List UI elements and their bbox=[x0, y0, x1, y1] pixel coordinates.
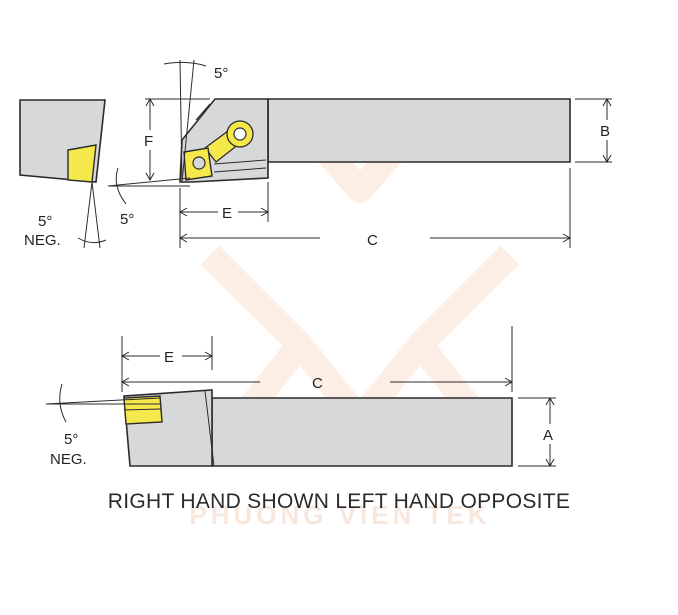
left-angle-label: 5° bbox=[120, 211, 134, 228]
end-view: 5° NEG. bbox=[19, 99, 107, 249]
bottom-angle-value: 5° bbox=[64, 431, 78, 448]
dim-e-bottom-label: E bbox=[164, 349, 174, 366]
dim-c-top-label: C bbox=[367, 232, 378, 249]
dim-b-label: B bbox=[600, 123, 610, 140]
insert-screw bbox=[192, 156, 206, 170]
bottom-angle-text: NEG. bbox=[50, 451, 87, 468]
side-view-shank bbox=[211, 397, 513, 467]
watermark-text: PHUONG VIEN TEK bbox=[189, 500, 491, 530]
caption: RIGHT HAND SHOWN LEFT HAND OPPOSITE bbox=[107, 490, 571, 513]
plan-view-shank bbox=[267, 98, 571, 163]
dim-f-label: F bbox=[144, 133, 153, 150]
side-view-insert bbox=[123, 395, 163, 425]
top-angle-label: 5° bbox=[214, 65, 228, 82]
end-view-angle-text: NEG. bbox=[24, 232, 61, 249]
plan-view: 5° 5° F E C B bbox=[107, 59, 619, 249]
end-view-angle-value: 5° bbox=[38, 213, 52, 230]
end-view-insert bbox=[67, 144, 97, 183]
dim-c-bottom-label: C bbox=[312, 375, 323, 392]
dim-a-label: A bbox=[543, 427, 553, 444]
side-view: 5° NEG. E C A bbox=[45, 326, 562, 468]
dim-e-top-label: E bbox=[222, 205, 232, 222]
